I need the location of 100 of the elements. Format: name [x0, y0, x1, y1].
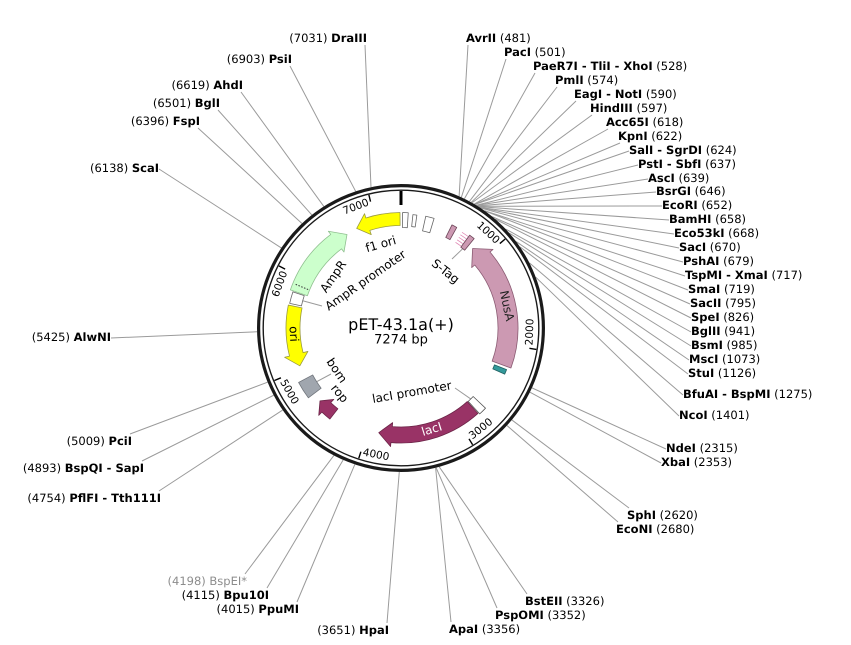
enzyme-label: PshAI (679) — [683, 254, 754, 268]
leader-line — [480, 208, 684, 262]
leader-line — [266, 459, 344, 588]
feature-box — [444, 223, 458, 241]
enzyme-label: (6903) PsiI — [226, 52, 292, 66]
leader-line — [290, 66, 356, 192]
leader-line — [476, 178, 648, 206]
leader-line — [535, 276, 680, 416]
leader-line — [470, 100, 576, 203]
leader-line — [240, 92, 324, 207]
feature-box — [491, 363, 508, 376]
enzyme-label: EagI - NotI (590) — [574, 87, 677, 101]
enzyme-label: SmaI (719) — [688, 282, 755, 296]
enzyme-label: PacI (501) — [504, 45, 566, 59]
leader-line — [452, 248, 464, 260]
leader-line — [464, 72, 536, 200]
leader-line — [506, 425, 618, 522]
feature-label: ori — [286, 325, 300, 342]
leader-line — [505, 228, 692, 332]
leader-line — [511, 419, 630, 508]
enzyme-label: SalI - SgrDI (624) — [629, 143, 737, 157]
leader-line — [474, 150, 630, 205]
feature-box — [467, 395, 487, 415]
enzyme-label: (4893) BspQI - SapI — [22, 461, 144, 475]
leader-line — [130, 382, 268, 434]
enzyme-label: AscI (639) — [648, 171, 710, 185]
enzyme-label: (4015) PpuMI — [216, 602, 299, 616]
leader-line — [438, 466, 528, 594]
scale-number: 7000 — [341, 196, 370, 218]
plasmid-size: 7274 bp — [374, 334, 428, 348]
leader-line — [458, 44, 468, 197]
leader-line — [529, 392, 662, 464]
leader-line — [508, 232, 692, 346]
enzyme-label: BfuAI - BspMI (1275) — [683, 387, 812, 401]
leader-line — [469, 86, 558, 202]
enzyme-label: Eco53kI (668) — [674, 226, 760, 240]
enzyme-label: MscI (1073) — [689, 352, 760, 366]
feature-label: NusA — [496, 289, 516, 322]
leader-line — [478, 206, 670, 220]
leader-line — [474, 142, 620, 205]
enzyme-label: (4198) BspEI* — [168, 574, 247, 588]
enzyme-label: SpeI (826) — [691, 310, 754, 324]
enzyme-label: BstEII (3326) — [525, 594, 604, 608]
leader-line — [484, 210, 686, 276]
enzyme-label: (5425) AlwNI — [32, 330, 111, 344]
enzyme-label: SacII (795) — [690, 296, 756, 310]
enzyme-label: (3651) HpaI — [317, 623, 389, 637]
leader-line — [520, 246, 688, 374]
enzyme-label: EcoRI (652) — [662, 198, 732, 212]
enzyme-label: (4115) Bpu10I — [182, 588, 269, 602]
leader-line — [476, 192, 656, 206]
plasmid-name: pET-43.1a(+) — [348, 316, 454, 334]
enzyme-label: PmlI (574) — [555, 73, 618, 87]
directional-feature — [470, 247, 519, 370]
enzyme-label: BamHI (658) — [669, 212, 746, 226]
leader-line — [364, 44, 372, 188]
feature-box — [288, 290, 306, 307]
leader-line — [528, 262, 684, 396]
feature-box — [297, 373, 323, 399]
feature-label: f1 ori — [364, 234, 398, 256]
enzyme-label: (4754) PflFI - Tth111I — [27, 491, 161, 505]
leader-line — [218, 110, 312, 216]
leader-line — [158, 410, 284, 492]
leader-line — [302, 300, 322, 306]
leader-line — [474, 128, 608, 205]
leader-line — [479, 206, 674, 234]
leader-line — [142, 394, 274, 462]
enzyme-label: KpnI (622) — [618, 129, 682, 143]
leader-line — [477, 206, 662, 207]
enzyme-label: PspOMI (3352) — [495, 608, 586, 622]
leader-line — [158, 168, 282, 248]
leader-line — [454, 388, 472, 400]
enzyme-label: (5009) PciI — [66, 434, 132, 448]
leader-line — [198, 128, 302, 224]
leader-line — [244, 454, 334, 574]
leader-line — [492, 216, 690, 304]
enzyme-label: AvrII (481) — [466, 31, 531, 45]
feature-box — [410, 213, 418, 228]
leader-line — [460, 58, 506, 198]
enzyme-label: StuI (1126) — [688, 366, 756, 380]
enzyme-label: ApaI (3356) — [449, 622, 520, 636]
feature-box — [401, 211, 410, 229]
enzyme-label: EcoNI (2680) — [616, 522, 694, 536]
directional-feature — [283, 304, 309, 367]
enzyme-label: TspMI - XmaI (717) — [685, 268, 802, 282]
feature-box — [454, 231, 476, 252]
leader-line — [386, 472, 400, 624]
feature-label: lacI promoter — [371, 379, 453, 407]
enzyme-label: (6396) FspI — [130, 114, 200, 128]
enzyme-label: PaeR7I - TliI - XhoI (528) — [533, 59, 688, 73]
enzyme-label: Acc65I (618) — [606, 115, 684, 129]
enzyme-label: BglII (941) — [691, 324, 756, 338]
leader-line — [110, 331, 258, 338]
feature-box — [421, 215, 436, 234]
enzyme-label: XbaI (2353) — [661, 455, 732, 469]
enzyme-label: BsmI (985) — [691, 338, 758, 352]
leader-line — [476, 164, 638, 206]
enzyme-label: SacI (670) — [679, 240, 741, 254]
leader-line — [516, 241, 690, 360]
leader-line — [484, 210, 688, 290]
